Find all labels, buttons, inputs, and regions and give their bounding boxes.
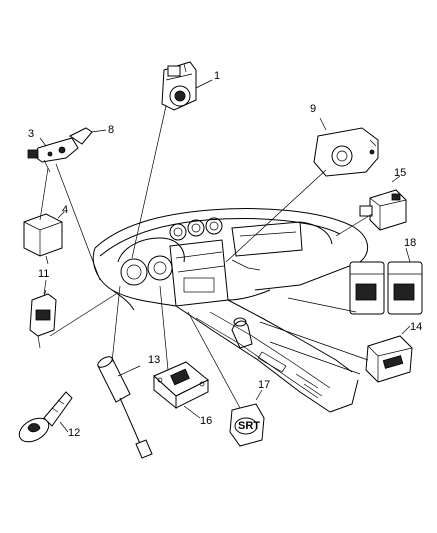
callout-14: 14 (410, 321, 422, 333)
part-4-relay-module (23, 213, 63, 265)
callout-1: 1 (214, 70, 220, 82)
part-1-ignition-switch (161, 61, 197, 111)
part-13-lock-cylinder (97, 356, 153, 459)
callout-11: 11 (38, 268, 49, 280)
callout-13: 13 (148, 354, 160, 366)
part-16-control-module (153, 361, 209, 410)
callout-4: 4 (62, 204, 68, 216)
part-14-switch (365, 335, 413, 383)
callout-17: 17 (258, 379, 270, 391)
callout-15: 15 (394, 167, 406, 179)
callout-8: 8 (108, 124, 114, 136)
callout-9: 9 (310, 103, 316, 115)
part-12-key (18, 391, 73, 443)
callout-labels: 1 3 4 8 9 11 12 13 14 15 16 17 18 (28, 70, 422, 439)
part-18-window-switches (349, 261, 423, 315)
part-11-switch (29, 289, 57, 349)
part-9-module (313, 127, 379, 177)
part-15-switch (359, 189, 407, 231)
callout-3: 3 (28, 128, 34, 140)
callout-16: 16 (200, 415, 212, 427)
leader-lines (39, 79, 411, 433)
callout-18: 18 (404, 237, 416, 249)
dashboard-drawing (92, 208, 368, 413)
part-17-srt-sensor: SRT (229, 403, 265, 447)
part-3-8-stalk-switch (27, 127, 93, 173)
callout-12: 12 (68, 427, 80, 439)
srt-logo-text: SRT (238, 420, 260, 432)
